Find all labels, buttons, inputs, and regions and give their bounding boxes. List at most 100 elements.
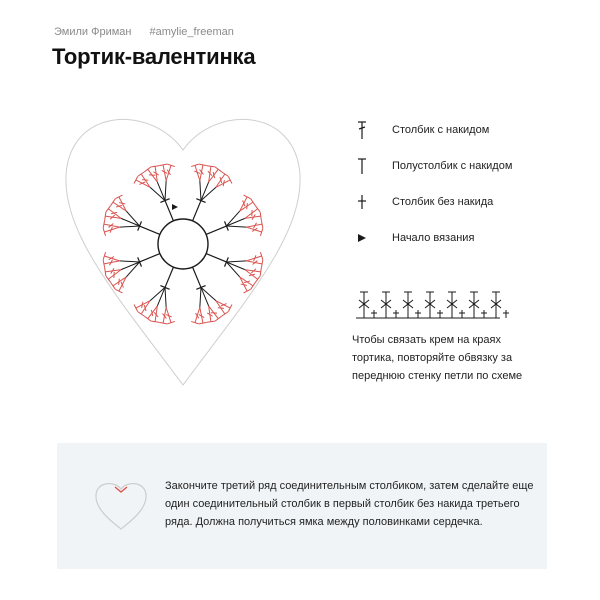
tip-box: Закончите третий ряд соединительным стол… xyxy=(57,443,547,569)
legend-label: Полустолбик с накидом xyxy=(392,160,513,172)
author-handle: #amylie_freeman xyxy=(149,26,234,38)
red-stitch xyxy=(254,275,261,283)
red-stitch xyxy=(244,215,261,219)
red-stitch xyxy=(135,179,151,188)
red-stitch xyxy=(133,304,139,312)
red-stitch xyxy=(120,281,124,288)
red-stitch xyxy=(227,176,233,184)
red-stitch xyxy=(251,227,258,232)
red-stitch xyxy=(221,171,229,177)
red-stitch xyxy=(244,269,259,280)
red-stitch xyxy=(198,314,205,318)
legend-item-single-crochet: Столбик без накида xyxy=(350,184,550,220)
page-title: Тортик-валентинка xyxy=(52,44,256,69)
branch xyxy=(119,260,140,263)
heart-outline xyxy=(65,119,301,386)
red-stitch xyxy=(198,163,207,167)
red-stitch xyxy=(108,223,114,228)
spoke xyxy=(139,253,161,263)
red-stitch xyxy=(110,211,118,215)
red-stitch xyxy=(259,212,262,221)
branch xyxy=(120,217,140,227)
branch xyxy=(226,260,247,263)
branch xyxy=(119,225,140,228)
heart-outline-icon xyxy=(95,483,147,530)
edge-instruction: Чтобы связать крем на краях тортика, пов… xyxy=(352,334,523,382)
edge-stitch xyxy=(490,299,502,309)
red-stitch xyxy=(102,228,107,236)
red-stitch xyxy=(199,164,204,181)
red-stitch xyxy=(208,168,219,183)
red-stitch xyxy=(219,176,223,184)
red-stitch xyxy=(167,163,175,168)
branch xyxy=(200,287,210,307)
red-stitch xyxy=(214,315,222,322)
red-stitch xyxy=(244,208,259,219)
red-stitch xyxy=(260,220,264,229)
spoke xyxy=(192,200,202,222)
red-stitch xyxy=(260,259,264,268)
red-stitch xyxy=(191,163,199,168)
branch xyxy=(199,180,202,201)
branch xyxy=(226,210,241,227)
red-stitch xyxy=(147,305,158,320)
branch xyxy=(125,261,140,278)
red-stitch xyxy=(208,166,212,183)
red-stitch xyxy=(109,214,116,220)
spoke xyxy=(205,253,227,263)
red-stitch xyxy=(243,280,251,284)
red-stitch xyxy=(135,300,151,309)
branch xyxy=(125,210,140,227)
red-stitch xyxy=(250,268,257,274)
red-stitch xyxy=(159,163,168,167)
red-stitch xyxy=(154,166,158,183)
red-stitch xyxy=(144,315,152,322)
half-double-crochet-icon xyxy=(358,158,366,174)
edge-stitch xyxy=(358,299,370,309)
red-stitch xyxy=(194,307,201,323)
branch xyxy=(156,287,166,307)
red-stitch xyxy=(151,320,160,323)
red-stitch xyxy=(161,170,168,174)
red-stitch xyxy=(254,205,261,213)
spoke xyxy=(192,266,202,288)
red-stitch xyxy=(108,256,115,261)
red-stitch xyxy=(239,201,254,212)
red-stitch xyxy=(105,205,112,213)
red-stitch xyxy=(253,222,257,229)
branch xyxy=(200,181,210,201)
legend-label: Столбик без накида xyxy=(392,196,494,208)
red-stitch xyxy=(242,200,246,207)
red-stitch xyxy=(222,180,225,187)
spoke xyxy=(164,200,174,222)
branch xyxy=(200,287,217,302)
red-stitch xyxy=(215,300,226,315)
red-stitch xyxy=(115,288,123,294)
red-stitch xyxy=(105,275,112,283)
legend-item-double-crochet: Столбик с накидом xyxy=(350,112,550,148)
red-stitch xyxy=(246,223,263,228)
red-stitch xyxy=(162,313,167,319)
red-stitch xyxy=(246,203,248,210)
red-stitch xyxy=(140,173,151,188)
red-stitch xyxy=(162,307,167,324)
red-stitch xyxy=(165,307,172,323)
red-stitch xyxy=(195,312,200,319)
spoke xyxy=(205,225,227,235)
edge-stitch xyxy=(446,299,458,309)
red-stitch xyxy=(206,320,215,323)
red-stitch xyxy=(243,288,251,294)
tip-text: Закончите третий ряд соединительным стол… xyxy=(165,480,534,528)
red-stitch xyxy=(214,166,222,173)
red-stitch xyxy=(165,165,172,181)
red-stitch xyxy=(102,220,106,229)
branch xyxy=(199,287,202,308)
red-stitch xyxy=(103,260,120,265)
edge-stitch xyxy=(424,299,436,309)
red-stitch xyxy=(109,259,113,266)
red-stitch xyxy=(239,276,248,292)
red-stitch xyxy=(215,179,231,188)
red-stitch xyxy=(220,303,227,307)
red-stitch xyxy=(107,269,122,280)
red-stitch xyxy=(240,283,247,286)
